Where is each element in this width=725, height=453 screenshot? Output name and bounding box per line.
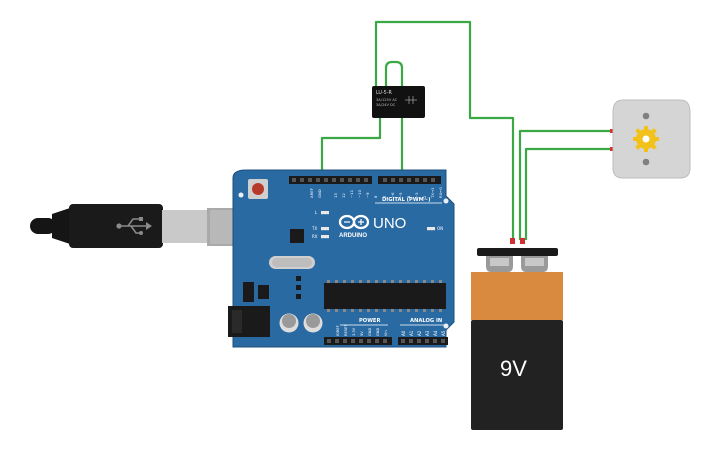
relay-spec-1: 3A/125V AC xyxy=(376,98,398,102)
analog-header xyxy=(398,337,448,345)
pin-label: 12 xyxy=(341,193,346,198)
analog-label: ANALOG IN xyxy=(410,318,442,324)
usb-chip xyxy=(290,229,304,243)
dc-power-jack[interactable] xyxy=(228,306,270,337)
led-label: TX xyxy=(311,226,317,231)
pin-label: A5 xyxy=(441,330,446,336)
arduino-uno-board[interactable]: AREF GND 13 12 ~11 ~10 ~9 8 7 ~6 ~5 4 ~3… xyxy=(228,169,455,348)
wire-relay-to-gnd[interactable] xyxy=(320,116,382,178)
wires xyxy=(320,20,612,240)
digital-pin-labels: AREF GND 13 12 ~11 ~10 ~9 8 7 ~6 ~5 4 ~3… xyxy=(309,187,443,199)
on-led xyxy=(427,227,435,231)
pin-label: GND xyxy=(368,328,372,336)
usb-icon xyxy=(116,217,152,235)
pin-label: GND xyxy=(376,328,380,336)
wire-relay-inner-loop[interactable] xyxy=(384,60,404,88)
analog-pin-labels: A0 A1 A2 A3 A4 A5 xyxy=(401,330,446,336)
pin-label: 13 xyxy=(333,193,338,198)
arduino-brand: ARDUINO xyxy=(339,233,367,239)
pin-label: RX←0 xyxy=(438,187,443,198)
wire-relay-top-loop[interactable] xyxy=(374,20,515,240)
pin-label: Vin xyxy=(384,330,388,336)
relay[interactable]: LU-5-R 3A/125V AC 3A/24V DC xyxy=(372,86,425,118)
pin-label: TX→1 xyxy=(430,187,435,199)
reset-button[interactable] xyxy=(248,179,268,199)
status-leds: L TX RX xyxy=(311,210,329,239)
infinity-logo-icon xyxy=(338,214,370,230)
battery-terminal-2 xyxy=(520,238,525,244)
pin-label: ~9 xyxy=(365,192,370,198)
battery-terminal-1 xyxy=(510,238,515,244)
pin-label: 7 xyxy=(382,195,387,198)
pin-label: 4 xyxy=(406,195,411,198)
pin-label: ~3 xyxy=(414,192,419,198)
power-pin-labels: IOREF RESET 3.3V 5V GND GND Vin xyxy=(336,324,388,336)
pin-label: 3.3V xyxy=(352,327,356,336)
pin-label: A3 xyxy=(425,330,430,336)
pin-label: 2 xyxy=(422,195,427,198)
wire-motor-top[interactable] xyxy=(518,129,612,240)
dc-motor[interactable] xyxy=(610,99,691,179)
relay-symbol-icon xyxy=(405,96,417,104)
led-label: RX xyxy=(312,234,318,239)
wire-motor-bottom[interactable] xyxy=(524,147,612,240)
pin-label: 8 xyxy=(373,195,378,198)
arduino-model: UNO xyxy=(373,215,406,232)
pin-label: A2 xyxy=(417,330,422,336)
on-label: ON xyxy=(437,226,443,231)
pin-label: ~11 xyxy=(349,189,354,198)
battery-label: 9V xyxy=(500,356,527,381)
pin-label: ~5 xyxy=(398,192,403,198)
regulator xyxy=(243,282,254,302)
pin-label: A0 xyxy=(401,330,406,336)
battery-9v[interactable]: 9V xyxy=(471,238,563,430)
pin-label: A4 xyxy=(433,330,438,336)
power-header xyxy=(324,337,392,345)
digital-header xyxy=(289,176,441,184)
power-label: POWER xyxy=(359,318,380,324)
motor-gear-icon xyxy=(633,126,659,152)
pin-label: ~6 xyxy=(390,192,395,198)
pin-label: A1 xyxy=(409,330,414,336)
pin-label: GND xyxy=(317,189,322,198)
pin-label: ~10 xyxy=(357,189,362,198)
led-label: L xyxy=(315,210,318,215)
relay-model: LU-5-R xyxy=(376,90,392,96)
pin-label: RESET xyxy=(344,324,348,336)
microcontroller-chip xyxy=(324,280,446,312)
pin-label: IOREF xyxy=(336,325,340,336)
digital-label: DIGITAL (PWM~) xyxy=(382,197,430,203)
capacitors xyxy=(279,313,323,333)
pin-label: 5V xyxy=(360,331,364,336)
relay-spec-2: 3A/24V DC xyxy=(376,103,396,107)
pin-label: AREF xyxy=(309,188,314,198)
